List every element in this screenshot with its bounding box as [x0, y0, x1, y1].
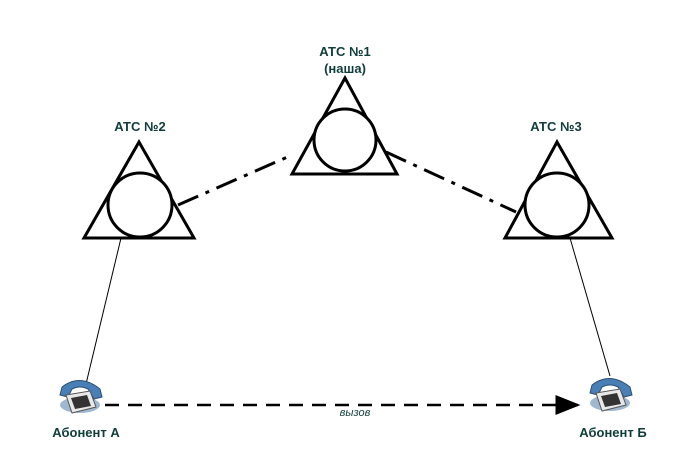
line-atc2-subscriber-a — [85, 237, 122, 385]
telephone-icon — [59, 379, 103, 414]
exchange-atc1 — [289, 74, 400, 176]
telephone-icon — [589, 377, 633, 412]
exchange-atc3 — [502, 138, 615, 240]
subscriber-b-label: Абонент Б — [579, 425, 646, 440]
subscriber-a-label: Абонент А — [52, 425, 120, 440]
exchange-atc2 — [81, 138, 197, 240]
line-atc3-subscriber-b — [569, 237, 611, 377]
atc2-label: АТС №2 — [114, 119, 165, 134]
atc1-label: АТС №1 — [319, 44, 370, 59]
trunk-atc2-atc1 — [177, 153, 293, 207]
atc3-label: АТС №3 — [530, 119, 581, 134]
atc1-sublabel: (наша) — [324, 61, 366, 76]
call-label: вызов — [340, 407, 371, 419]
trunk-atc1-atc3 — [385, 150, 517, 214]
